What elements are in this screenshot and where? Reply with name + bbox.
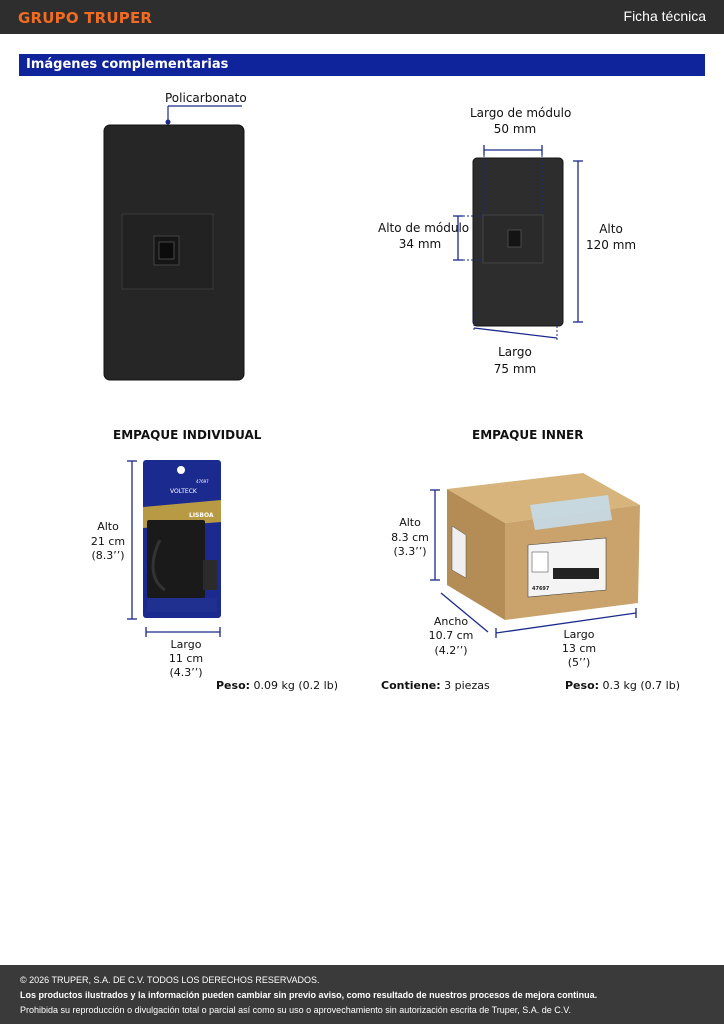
inner-width-label: Ancho [433,615,469,628]
material-label: Policarbonato [165,91,247,105]
module-length-value: 50 mm [493,122,537,136]
inner-contains-label: Contiene: [381,679,441,692]
inner-contains: Contiene: 3 piezas [381,678,490,693]
individual-height-in: (8.3’’) [91,549,125,562]
length-value: 75 mm [493,362,537,376]
individual-length-label: Largo [170,638,202,651]
inner-weight-value: 0.3 kg (0.7 lb) [602,679,680,692]
section-header: Imágenes complementarias [19,54,705,76]
footer-prohibition: Prohibida su reproducción o divulgación … [20,1005,571,1015]
individual-height-cm: 21 cm [90,535,126,548]
footer-copyright: © 2026 TRUPER, S.A. DE C.V. TODOS LOS DE… [20,975,320,985]
individual-package-image [127,460,221,637]
inner-length-in: (5’’) [567,656,591,669]
inner-length-label: Largo [563,628,595,641]
inner-weight-label: Peso: [565,679,600,692]
module-height-label: Alto de módulo [378,221,470,235]
height-value: 120 mm [586,238,637,252]
inner-box-code: 47697 [532,586,550,592]
inner-height-in: (3.3’’) [393,545,427,558]
footer-notice: Los productos ilustrados y la informació… [20,990,598,1000]
pack-code-text: 47697 [196,479,209,484]
individual-package-heading: EMPAQUE INDIVIDUAL [113,428,262,442]
individual-weight-label: Peso: [216,679,251,692]
individual-length-in: (4.3’’) [169,666,203,679]
product-front-image [103,105,245,381]
inner-width-in: (4.2’’) [434,644,468,657]
individual-weight-value: 0.09 kg (0.2 lb) [253,679,338,692]
length-label: Largo [498,345,532,359]
inner-width-cm: 10.7 cm [428,629,474,642]
module-height-value: 34 mm [398,237,442,251]
inner-length-cm: 13 cm [561,642,597,655]
pack-brand-text: VOLTECK [170,488,197,495]
page-footer: © 2026 TRUPER, S.A. DE C.V. TODOS LOS DE… [0,965,724,1024]
document-type: Ficha técnica [623,8,706,24]
individual-height-label: Alto [97,520,119,533]
inner-contains-value: 3 piezas [444,679,490,692]
inner-package-image [430,473,640,638]
individual-weight: Peso: 0.09 kg (0.2 lb) [216,678,338,693]
top-header: GRUPO TRUPER Ficha técnica [0,0,724,34]
inner-package-heading: EMPAQUE INNER [472,428,584,442]
section-title: Imágenes complementarias [26,57,229,72]
inner-height-cm: 8.3 cm [391,531,429,544]
product-dimensions-image [453,145,583,342]
inner-height-label: Alto [399,516,421,529]
inner-weight: Peso: 0.3 kg (0.7 lb) [565,678,680,693]
individual-length-cm: 11 cm [168,652,204,665]
module-length-label: Largo de módulo [470,106,572,120]
height-label: Alto [599,222,623,236]
pack-line-text: LISBOA [189,512,214,519]
brand-logo: GRUPO TRUPER [18,9,153,27]
